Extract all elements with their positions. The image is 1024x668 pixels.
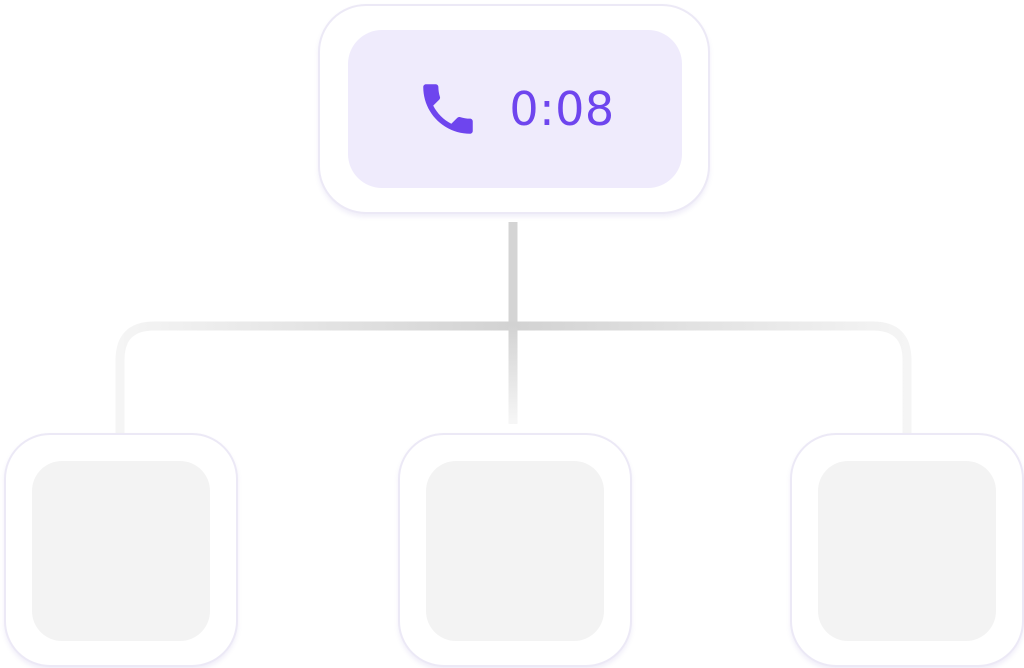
branch-line-left [115,321,513,434]
child-node-left [4,433,238,667]
child-node-placeholder [818,461,996,641]
branch-line-right [513,321,912,434]
child-node-placeholder [426,461,604,641]
call-timer-panel: 0:08 [348,30,682,188]
root-node-card: 0:08 [318,4,710,214]
phone-icon [415,76,481,142]
child-node-right [790,433,1024,667]
child-node-placeholder [32,461,210,641]
child-node-center [398,433,632,667]
call-timer-text: 0:08 [509,82,615,136]
